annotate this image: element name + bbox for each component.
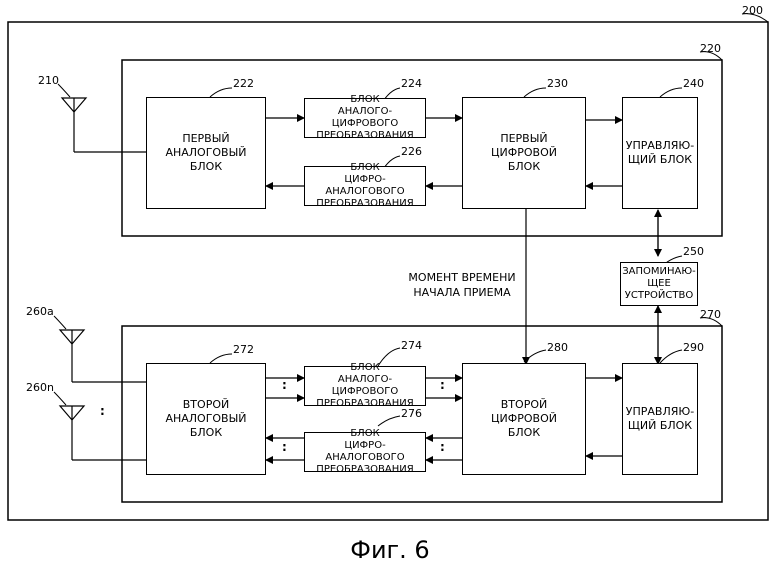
- ref-226: 226: [401, 145, 422, 158]
- ref-220: 220: [700, 42, 721, 55]
- control-block-1: УПРАВЛЯЮ- ЩИЙ БЛОК: [622, 97, 698, 209]
- antenna-260a-leader: [54, 316, 66, 329]
- memory-block: ЗАПОМИНАЮ- ЩЕЕ УСТРОЙСТВО: [620, 262, 698, 306]
- dac-block-2: БЛОК ЦИФРО-АНАЛОГОВОГО ПРЕОБРАЗОВАНИЯ: [304, 432, 426, 472]
- ellipsis-digital2-out: :: [440, 440, 445, 454]
- ref-260n: 260n: [26, 381, 54, 394]
- dac-block-1: БЛОК ЦИФРО-АНАЛОГОВОГО ПРЕОБРАЗОВАНИЯ: [304, 166, 426, 206]
- ref-280: 280: [547, 341, 568, 354]
- timing-label: МОМЕНТ ВРЕМЕНИ НАЧАЛА ПРИЕМА: [400, 270, 524, 300]
- antenna-260a-icon: [60, 330, 146, 382]
- ref-224: 224: [401, 77, 422, 90]
- ellipsis-adc2-out: :: [440, 378, 445, 392]
- ref-272: 272: [233, 343, 254, 356]
- ref-276: 276: [401, 407, 422, 420]
- adc-block-2: БЛОК АНАЛОГО-ЦИФРОВОГО ПРЕОБРАЗОВАНИЯ: [304, 366, 426, 406]
- figure-caption: Фиг. 6: [0, 536, 780, 564]
- antenna-210-icon: [62, 98, 146, 152]
- ref-240: 240: [683, 77, 704, 90]
- first-digital-block: ПЕРВЫЙ ЦИФРОВОЙ БЛОК: [462, 97, 586, 209]
- antenna-210-leader: [58, 84, 70, 97]
- ref-230: 230: [547, 77, 568, 90]
- ellipsis-analog2-out: :: [282, 378, 287, 392]
- ref-270: 270: [700, 308, 721, 321]
- second-analog-block: ВТОРОЙ АНАЛОГОВЫЙ БЛОК: [146, 363, 266, 475]
- ref-leaders: [210, 88, 682, 426]
- first-analog-block: ПЕРВЫЙ АНАЛОГОВЫЙ БЛОК: [146, 97, 266, 209]
- adc-block-1: БЛОК АНАЛОГО-ЦИФРОВОГО ПРЕОБРАЗОВАНИЯ: [304, 98, 426, 138]
- ref-250: 250: [683, 245, 704, 258]
- second-digital-block: ВТОРОЙ ЦИФРОВОЙ БЛОК: [462, 363, 586, 475]
- ellipsis-antennas: :: [100, 404, 105, 418]
- antenna-260n-leader: [54, 392, 66, 405]
- control-block-2: УПРАВЛЯЮ- ЩИЙ БЛОК: [622, 363, 698, 475]
- ref-222: 222: [233, 77, 254, 90]
- ref-210: 210: [38, 74, 59, 87]
- ref-290: 290: [683, 341, 704, 354]
- ellipsis-dac2-out: :: [282, 440, 287, 454]
- ref-200: 200: [742, 4, 763, 17]
- ref-274: 274: [401, 339, 422, 352]
- ref-260a: 260a: [26, 305, 54, 318]
